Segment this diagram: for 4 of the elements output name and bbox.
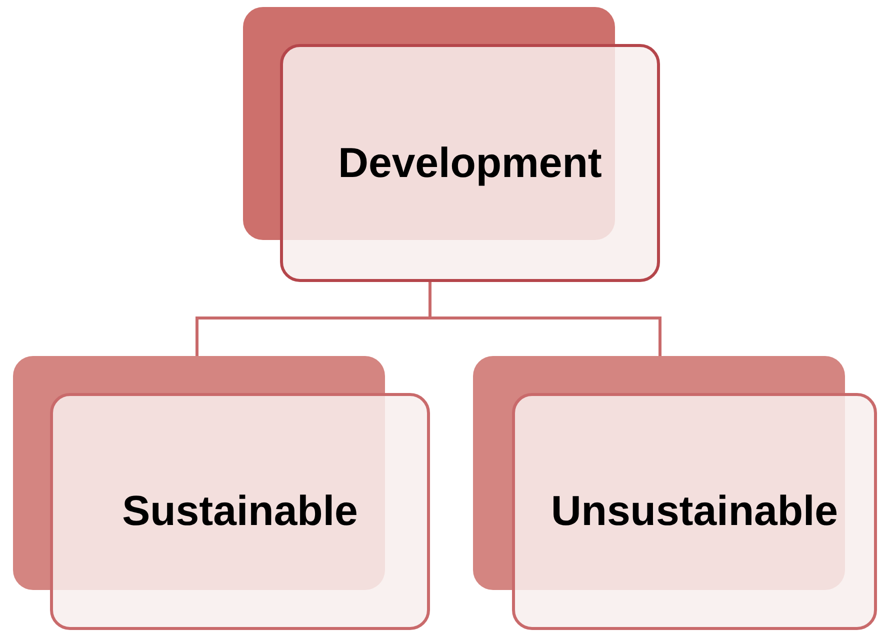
node-label: Sustainable [122, 486, 358, 536]
connector-line [428, 282, 662, 356]
node-label: Unsustainable [550, 486, 838, 536]
node-label: Development [338, 138, 602, 188]
